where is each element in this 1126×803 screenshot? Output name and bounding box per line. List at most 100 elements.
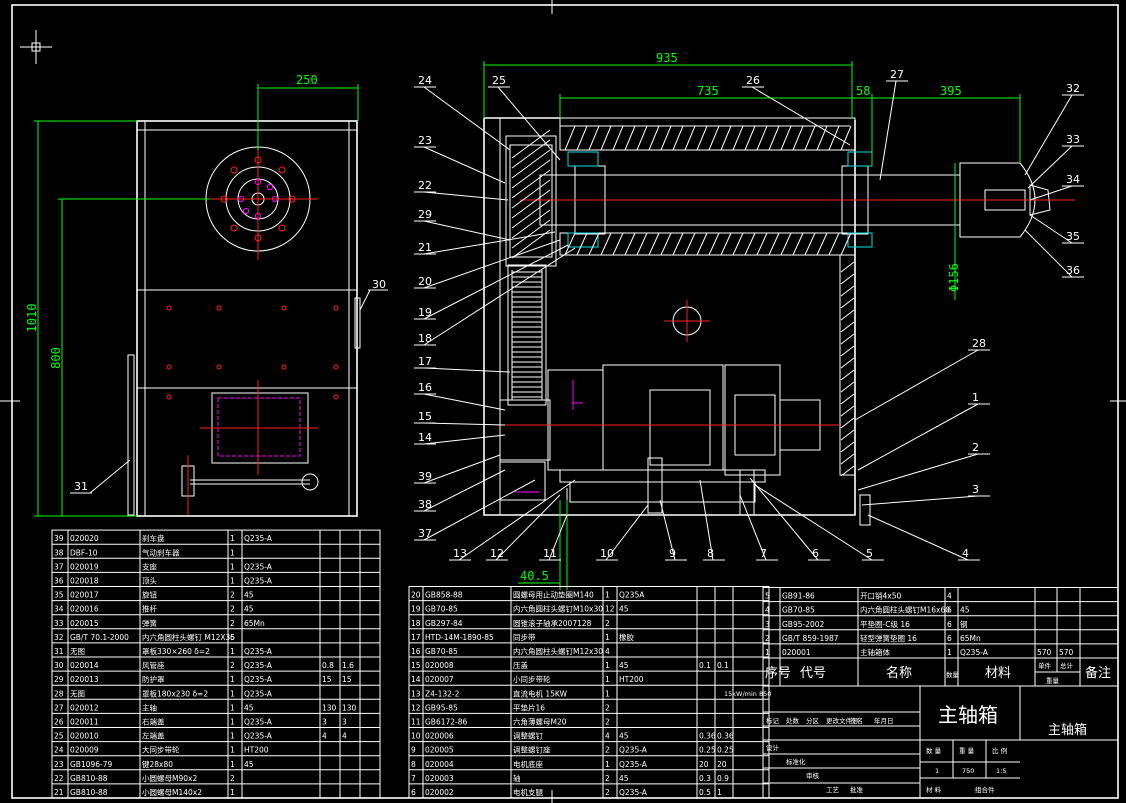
hatch-line bbox=[804, 125, 816, 151]
table-cell: 0.25 bbox=[717, 746, 734, 755]
table-cell: 45 bbox=[619, 774, 629, 783]
hatch-line bbox=[744, 232, 756, 256]
hatch-line bbox=[708, 125, 720, 151]
table-cell: GB/T 859-1987 bbox=[782, 634, 839, 643]
callout-6: 6 bbox=[812, 547, 819, 560]
table-cell: 直流电机 15KW bbox=[513, 688, 568, 698]
table-cell: GB810-88 bbox=[70, 774, 108, 783]
table-cell: 20 bbox=[411, 591, 421, 600]
table-cell: 0.36 bbox=[717, 732, 734, 741]
table-cell: 45 bbox=[244, 605, 254, 614]
leader-line bbox=[857, 403, 979, 471]
callout-2: 2 bbox=[972, 441, 979, 454]
bolt-hole bbox=[333, 364, 339, 370]
hatch-line bbox=[756, 232, 768, 256]
table-cell: 020002 bbox=[425, 788, 454, 797]
table-cell: 020009 bbox=[70, 746, 99, 755]
leader-line bbox=[423, 231, 556, 255]
hatch-line bbox=[768, 125, 780, 151]
hatch-line bbox=[672, 125, 684, 151]
table-cell: 45 bbox=[619, 605, 629, 614]
qty-value: 1 bbox=[935, 767, 939, 775]
callout-15: 15 bbox=[418, 410, 432, 423]
table-cell: Q235-A bbox=[619, 746, 648, 755]
table-cell: 45 bbox=[619, 661, 629, 670]
table-cell: 轻型弹簧垫圈 16 bbox=[860, 633, 917, 643]
leader-line bbox=[1024, 229, 1073, 278]
leader-line bbox=[861, 495, 979, 506]
hatch-line bbox=[840, 232, 852, 256]
table-cell: 4 bbox=[605, 647, 610, 656]
callout-30: 30 bbox=[372, 278, 386, 291]
leader-line bbox=[423, 86, 511, 151]
side-view-bolts bbox=[166, 305, 339, 400]
callout-1: 1 bbox=[972, 391, 979, 404]
title-block: 主轴箱 主轴箱 数 量 重 量 比 例 1 750 1:5 材 料 组合件 15… bbox=[724, 685, 1119, 799]
motor-note: 15kW/min 850 bbox=[724, 690, 771, 698]
table-cell: 45 bbox=[619, 732, 629, 741]
table-cell: 罩板180x230 δ=2 bbox=[142, 688, 208, 698]
scale-label: 比 例 bbox=[992, 746, 1007, 755]
leader-line bbox=[867, 514, 969, 561]
hatch-line bbox=[768, 232, 780, 256]
table-cell: 0.3 bbox=[699, 774, 711, 783]
table-cell: 3 bbox=[342, 718, 347, 727]
sign-label: 年月日 bbox=[874, 716, 894, 725]
table-cell: 2 bbox=[230, 591, 235, 600]
leader-line bbox=[423, 146, 506, 184]
hatch-line bbox=[840, 465, 855, 477]
table-cell: 2 bbox=[605, 788, 610, 797]
hatch-line bbox=[792, 232, 804, 256]
table-cell: 气动刹车器 bbox=[142, 547, 180, 557]
callout-21: 21 bbox=[418, 241, 432, 254]
hatch-line bbox=[840, 309, 855, 321]
table-cell: 内六角圆柱头螺钉M16x60 bbox=[860, 605, 950, 615]
table-cell: 37 bbox=[54, 562, 64, 571]
table-cell: 推杆 bbox=[142, 604, 157, 614]
hatch-line bbox=[600, 125, 612, 151]
table-cell: 2 bbox=[605, 718, 610, 727]
table-cell: GB95-85 bbox=[425, 703, 458, 712]
callout-37: 37 bbox=[418, 527, 432, 540]
callout-28: 28 bbox=[972, 337, 986, 350]
hatch-line bbox=[511, 129, 551, 159]
table-cell: 风管座 bbox=[142, 660, 165, 670]
leader-line bbox=[423, 454, 501, 484]
header-qty: 数量 bbox=[946, 670, 960, 679]
table-cell: 1 bbox=[230, 577, 235, 586]
table-cell: 30 bbox=[54, 661, 64, 670]
table-cell: 内六角圆柱头螺钉M10x30 bbox=[513, 604, 603, 614]
callout-12: 12 bbox=[490, 547, 504, 560]
table-cell: 旋钮 bbox=[142, 590, 157, 600]
table-cell: GB297-84 bbox=[425, 619, 463, 628]
table-cell: 27 bbox=[54, 703, 64, 712]
table-cell: 0.8 bbox=[322, 661, 334, 670]
hatch-line bbox=[684, 125, 696, 151]
table-cell: 2 bbox=[230, 605, 235, 614]
side-view bbox=[127, 120, 361, 517]
hatch-line bbox=[612, 232, 624, 256]
table-cell: 38 bbox=[54, 548, 64, 557]
table-cell: 顶头 bbox=[142, 576, 157, 586]
hatch-line bbox=[780, 232, 792, 256]
table-cell: 1 bbox=[230, 732, 235, 741]
dim-735: 735 bbox=[559, 84, 852, 118]
callout-3: 3 bbox=[972, 483, 979, 496]
table-cell: 23 bbox=[54, 760, 64, 769]
bolt-hole bbox=[281, 364, 287, 370]
bolt-hole bbox=[281, 305, 287, 311]
table-cell: 45 bbox=[244, 760, 254, 769]
sign-label: 标记 bbox=[766, 716, 780, 725]
hatch-line bbox=[511, 189, 551, 219]
table-cell: 3 bbox=[765, 620, 770, 629]
table-cell: 0.36 bbox=[699, 732, 716, 741]
table-cell: 14 bbox=[411, 675, 421, 684]
table-cell: 平垫圈-C级 16 bbox=[860, 619, 910, 629]
sign-label: 工艺 bbox=[826, 786, 840, 794]
leader-line bbox=[749, 477, 819, 561]
table-cell: 2 bbox=[230, 661, 235, 670]
callout-38: 38 bbox=[418, 498, 432, 511]
callout-26: 26 bbox=[746, 74, 760, 87]
hatch-line bbox=[840, 321, 855, 333]
dim-58-label: 58 bbox=[856, 84, 870, 98]
